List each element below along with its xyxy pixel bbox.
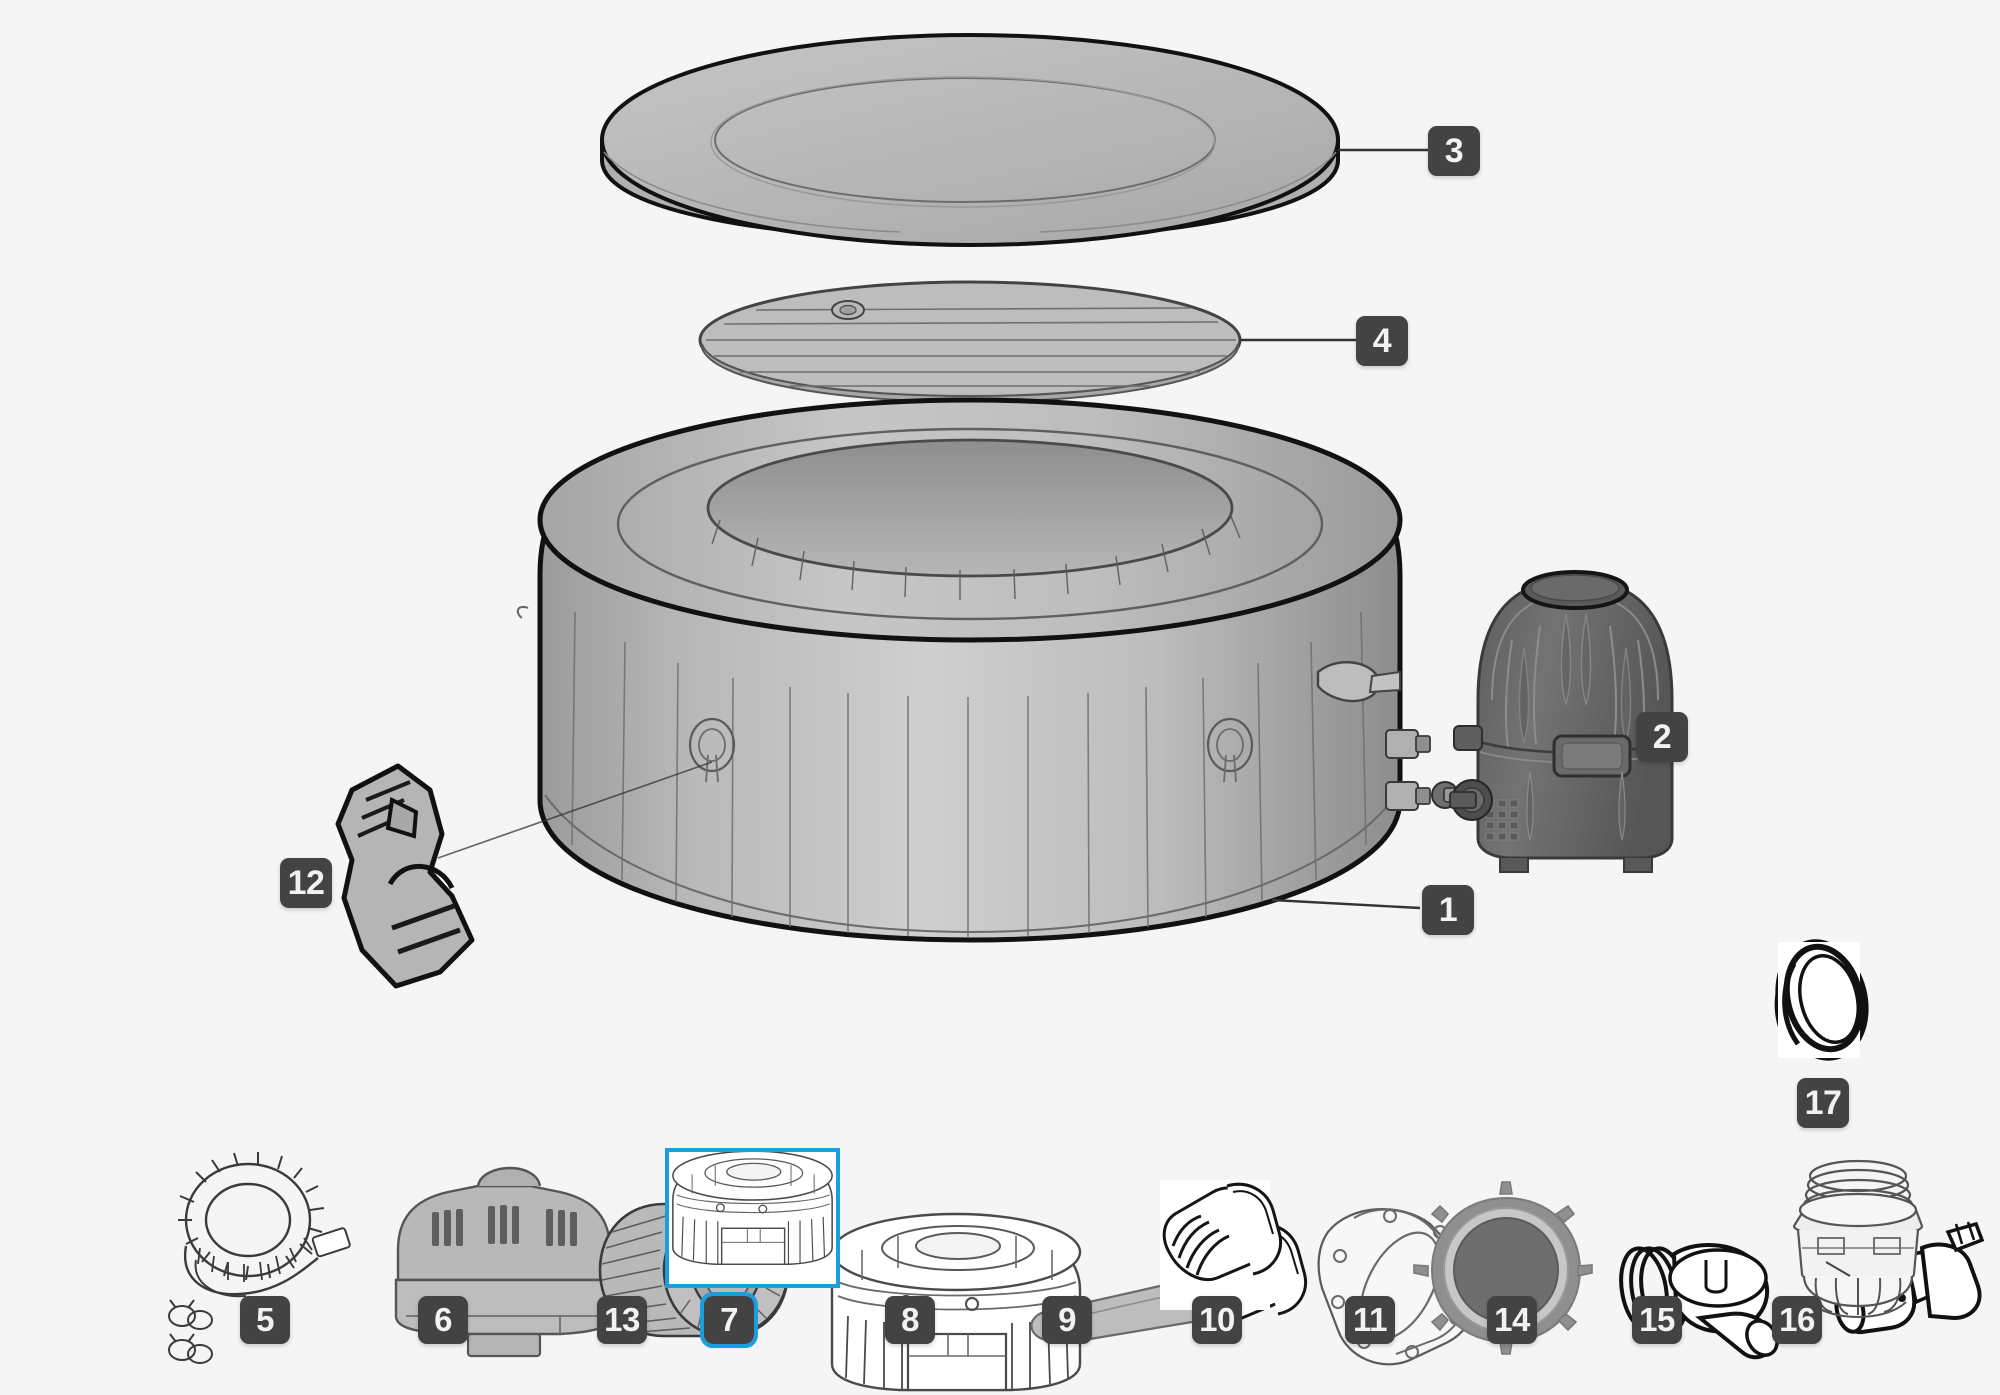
part-10-drain-plug-overlay	[1162, 1182, 1282, 1281]
callout-badge-17[interactable]: 17	[1797, 1078, 1849, 1128]
tub-d-ring-right	[1206, 717, 1254, 783]
hose-clamps	[168, 1299, 213, 1364]
tub-d-ring-left	[688, 717, 736, 783]
part-badge-11[interactable]: 11	[1345, 1296, 1395, 1344]
part-7-filter-canister-overlay	[672, 1152, 833, 1266]
parts-row-artwork	[168, 1152, 1985, 1392]
part-3-spa-cover	[600, 33, 1340, 247]
part-2-pump-unit	[1449, 570, 1674, 873]
part-1-spa-tub-body	[516, 397, 1471, 943]
part-16-strainer-artwork	[1792, 1159, 1924, 1318]
part-badge-16[interactable]: 16	[1772, 1296, 1822, 1344]
part-badge-10[interactable]: 10	[1192, 1296, 1242, 1344]
part-11-round-cap	[1413, 1181, 1593, 1355]
callout-badge-2[interactable]: 2	[1636, 712, 1688, 762]
leader-12-to-tub	[437, 761, 713, 859]
part-5-air-hose	[168, 1152, 351, 1364]
part-badge-15[interactable]: 15	[1632, 1296, 1682, 1344]
part-badge-9[interactable]: 9	[1042, 1296, 1092, 1344]
leader-to-1	[1271, 898, 1421, 910]
callout-badge-3[interactable]: 3	[1428, 126, 1480, 176]
callout-badge-4[interactable]: 4	[1356, 316, 1408, 366]
part-badge-6[interactable]: 6	[418, 1296, 468, 1344]
part-16-threaded-strainer	[1792, 1159, 1924, 1318]
part-badge-7[interactable]: 7	[700, 1292, 758, 1348]
callout-badge-12[interactable]: 12	[280, 858, 332, 908]
part-badge-14[interactable]: 14	[1487, 1296, 1537, 1344]
part-12-buckle-clip	[335, 763, 475, 989]
callout-badge-1[interactable]: 1	[1422, 885, 1474, 935]
part-badge-8[interactable]: 8	[885, 1296, 935, 1344]
part-badge-5[interactable]: 5	[240, 1296, 290, 1344]
part-4-lid-bladder	[698, 280, 1242, 404]
tub-hose-port	[1316, 661, 1401, 703]
part-17-o-ring-overlay	[1782, 943, 1865, 1053]
part-7-filter-canister	[830, 1212, 1082, 1392]
part-badge-13[interactable]: 13	[597, 1296, 647, 1344]
part-14-elbow-fitting	[1619, 1242, 1779, 1360]
